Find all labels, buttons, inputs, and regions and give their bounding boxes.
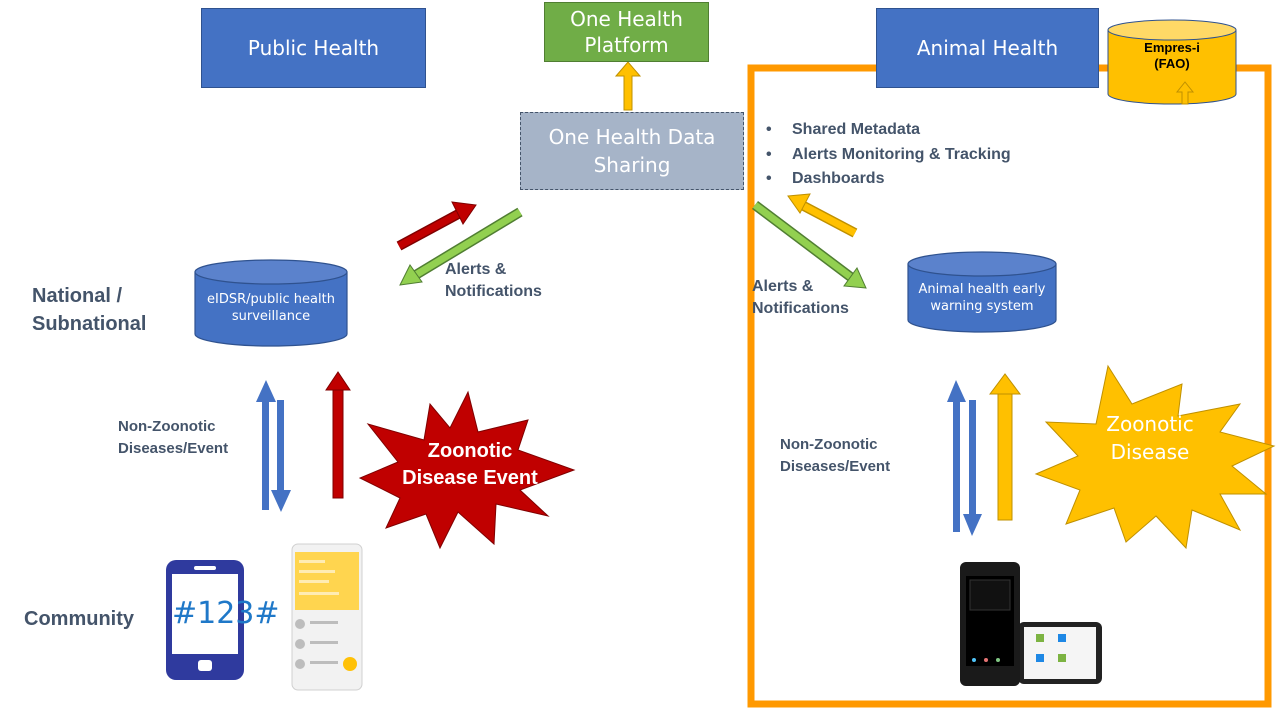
arrow-to-empres [1175, 81, 1195, 105]
alerts-left-line1: Alerts & [445, 261, 507, 278]
arrow-green-from-sharing [399, 207, 523, 286]
alerts-right-line2: Notifications [752, 300, 849, 317]
animal-health-phones-illustration [960, 562, 1102, 686]
empres-org: (FAO) [1154, 56, 1190, 71]
alerts-left-line2: Notifications [445, 283, 542, 300]
one-health-data-sharing-box: One Health Data Sharing [520, 112, 744, 190]
zoonotic-disease-text: Zoonotic Disease [1090, 410, 1210, 466]
arrow-red-up-left [325, 371, 351, 499]
empres-cylinder [1107, 19, 1237, 105]
animal-health-box: Animal Health [876, 8, 1099, 88]
zoonotic-event-text: Zoonotic Disease Event [380, 438, 560, 492]
eidsr-text: eIDSR/public health surveillance [207, 292, 335, 324]
national-level-label: National / Subnational [32, 282, 146, 338]
arrow-red-to-sharing [396, 201, 477, 251]
zoonotic-disease-line1: Zoonotic [1106, 412, 1194, 436]
non-zoonotic-left-label: Non-Zoonotic Diseases/Event [118, 416, 228, 460]
national-line: National / [32, 285, 123, 307]
non-zoonotic-left-line1: Non-Zoonotic [118, 418, 216, 435]
zoonotic-event-line1: Zoonotic [427, 440, 513, 462]
non-zoonotic-right-line1: Non-Zoonotic [780, 436, 878, 453]
public-health-label: Public Health [247, 36, 380, 60]
animal-health-label: Animal Health [916, 36, 1059, 60]
eidsr-cylinder [194, 259, 348, 347]
animal-ews-label: Animal health early warning system [908, 276, 1056, 320]
animal-ews-text: Animal health early warning system [918, 282, 1046, 314]
arrow-orange-to-sharing [787, 193, 858, 238]
ussd-phone-illustration [166, 560, 244, 680]
one-health-platform-label: One Health Platform [570, 7, 683, 57]
data-sharing-label: One Health Data Sharing [548, 125, 716, 177]
arrow-blue-up-right [947, 380, 966, 532]
feature-item: Dashboards [766, 167, 1011, 192]
non-zoonotic-left-line2: Diseases/Event [118, 440, 229, 457]
alerts-left-label: Alerts & Notifications [445, 259, 542, 303]
eidsr-label: eIDSR/public health surveillance [195, 286, 347, 330]
feature-item: Shared Metadata [766, 118, 1011, 143]
zoonotic-event-line2: Disease Event [402, 467, 538, 489]
community-level-label: Community [24, 608, 134, 630]
public-health-box: Public Health [201, 8, 426, 88]
arrow-to-platform [614, 61, 642, 111]
arrow-orange-up-right [989, 373, 1021, 521]
animal-ews-cylinder [907, 251, 1057, 333]
empres-name: Empres-i [1144, 40, 1200, 55]
zoonotic-disease-line2: Disease [1110, 440, 1190, 464]
arrow-green-to-animal [751, 201, 867, 289]
non-zoonotic-right-label: Non-Zoonotic Diseases/Event [780, 434, 890, 478]
arrow-blue-up-left [256, 380, 276, 510]
empres-label: Empres-i (FAO) [1108, 40, 1236, 72]
one-health-platform-box: One Health Platform [544, 2, 709, 62]
arrow-blue-down-left [271, 400, 291, 512]
alerts-right-label: Alerts & Notifications [752, 276, 849, 320]
non-zoonotic-right-line2: Diseases/Event [780, 458, 891, 475]
alerts-right-line1: Alerts & [752, 278, 814, 295]
smartphone-app-illustration [291, 543, 363, 691]
subnational-line: Subnational [32, 313, 147, 335]
zoonotic-event-burst [358, 390, 576, 550]
feature-item: Alerts Monitoring & Tracking [766, 143, 1011, 168]
arrow-blue-down-right [963, 400, 982, 536]
zoonotic-disease-burst [1034, 364, 1276, 550]
sharing-features-list: Shared Metadata Alerts Monitoring & Trac… [766, 118, 1011, 192]
ussd-code-text: #123# [172, 596, 280, 631]
